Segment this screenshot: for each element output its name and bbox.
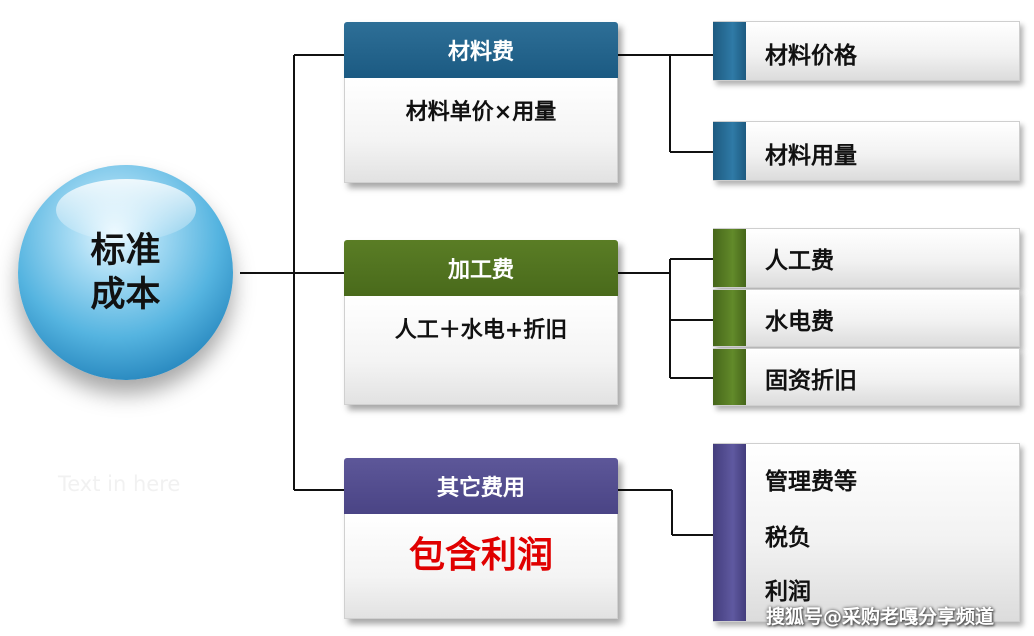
- item-label-profit: 利润: [765, 579, 811, 605]
- root-label-line1: 标准: [90, 230, 161, 271]
- item-label-management: 管理费等: [765, 469, 857, 495]
- item-material-price: 材料价格: [713, 21, 1020, 81]
- material-cost-formula: 材料单价×用量: [405, 100, 557, 125]
- item-labor-cost: 人工费: [713, 228, 1020, 288]
- root-label: 标准 成本: [81, 229, 171, 317]
- item-tab: [713, 349, 746, 405]
- item-utility-cost: 水电费: [713, 289, 1020, 347]
- processing-cost-box: 加工费 人工＋水电+折旧: [344, 240, 618, 405]
- material-cost-title: 材料费: [344, 22, 618, 78]
- item-tab: [713, 22, 746, 80]
- other-cost-title: 其它费用: [344, 458, 618, 514]
- item-tab: [713, 229, 746, 287]
- item-material-quantity: 材料用量: [713, 121, 1020, 181]
- item-depreciation: 固资折旧: [713, 348, 1020, 406]
- placeholder-text: Text in here: [58, 472, 181, 496]
- item-label: 材料用量: [765, 143, 857, 169]
- processing-cost-formula: 人工＋水电+折旧: [394, 318, 568, 343]
- item-label: 固资折旧: [765, 368, 857, 394]
- root-label-line2: 成本: [90, 274, 161, 315]
- material-cost-box: 材料费 材料单价×用量: [344, 22, 618, 183]
- processing-cost-title: 加工费: [344, 240, 618, 296]
- watermark: 搜狐号@采购老嘎分享频道: [766, 606, 995, 628]
- root-node-standard-cost: 标准 成本: [18, 165, 233, 380]
- item-tab: [713, 290, 746, 346]
- item-label: 材料价格: [765, 43, 857, 69]
- other-cost-box: 其它费用 包含利润: [344, 458, 618, 619]
- item-label: 人工费: [765, 248, 834, 274]
- item-other-list: 管理费等 税负 利润: [713, 443, 1020, 622]
- other-cost-body: 包含利润: [408, 535, 553, 576]
- item-label-tax: 税负: [765, 525, 811, 551]
- sphere-highlight: [56, 179, 196, 241]
- item-tab: [713, 444, 746, 621]
- item-tab: [713, 122, 746, 180]
- item-label: 水电费: [765, 309, 834, 335]
